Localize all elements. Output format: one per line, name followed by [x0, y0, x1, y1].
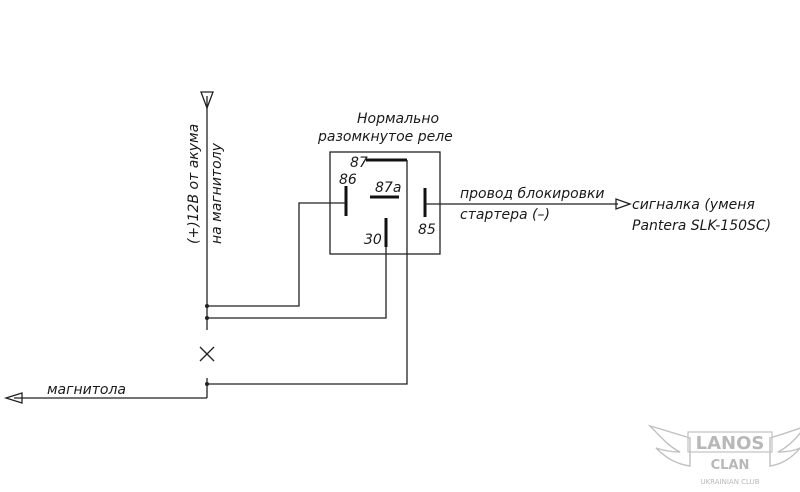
left-arrow-icon: [3, 392, 23, 404]
starter-wire-label-line1: провод блокировки: [460, 186, 605, 202]
left-wing-icon: [647, 424, 691, 467]
relay-title-line1: Нормально: [357, 111, 439, 127]
radio-label: магнитола: [47, 382, 126, 398]
pin-86-label: 86: [339, 172, 357, 188]
lanos-clan-logo: LANOS CLAN UKRAINIAN CLUB: [647, 424, 800, 486]
wire-87: [207, 160, 408, 385]
pin-30-label: 30: [364, 232, 382, 248]
right-arrow-icon: [615, 198, 632, 210]
radio-feed-label: на магнитолу: [209, 142, 225, 244]
alarm-label-line2: Pantera SLK-150SC): [632, 218, 771, 234]
wire-30: [207, 247, 387, 319]
wire-86: [207, 202, 346, 307]
logo-subtitle: UKRAINIAN CLUB: [700, 478, 759, 486]
alarm-label-line1: сигналка (уменя: [632, 197, 755, 213]
battery-label: (+)12В от акума: [186, 124, 202, 244]
cut-mark-icon: [199, 346, 215, 362]
logo-clan: CLAN: [711, 458, 750, 473]
pin-87a-label: 87а: [375, 180, 401, 196]
top-arrow-icon: [200, 91, 214, 110]
right-wing-icon: [769, 427, 800, 467]
pin-85-label: 85: [418, 222, 436, 238]
relay-title-line2: разомкнутое реле: [317, 129, 453, 145]
starter-wire-label-line2: стартера (–): [460, 207, 550, 223]
pin-87-label: 87: [350, 155, 368, 171]
logo-lanos: LANOS: [696, 433, 765, 454]
